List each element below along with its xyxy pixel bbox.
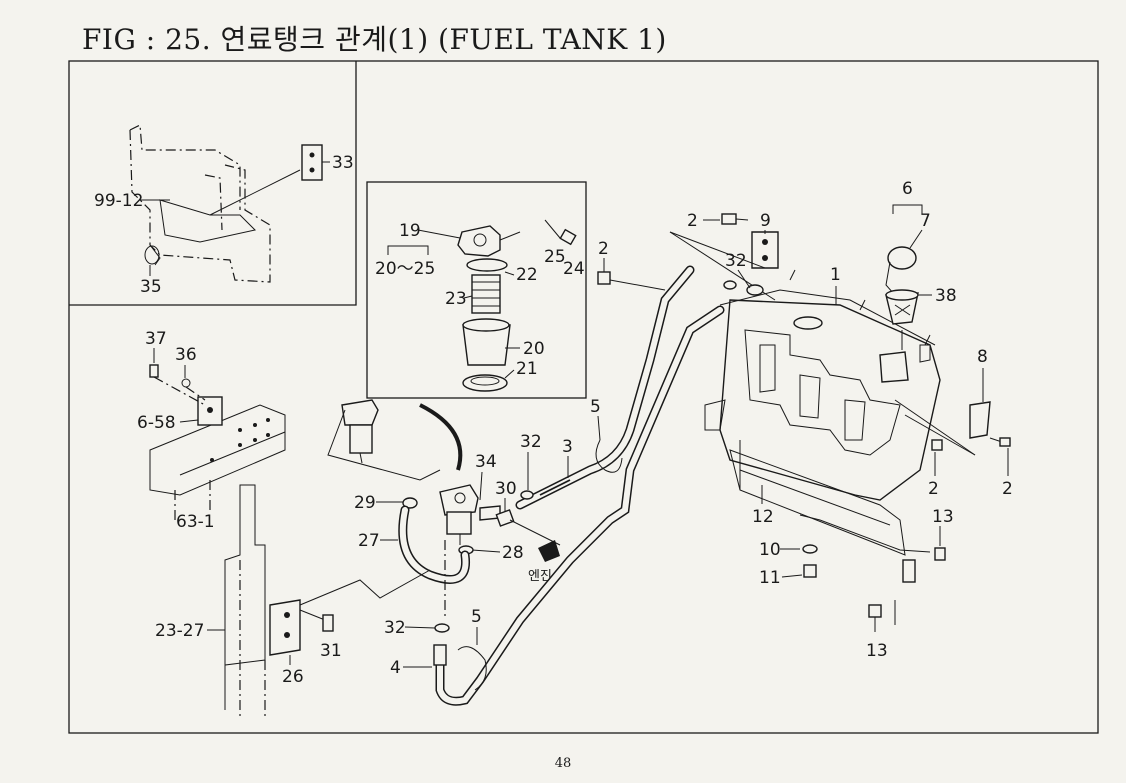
- engine-label: 엔진: [528, 569, 552, 584]
- bolt-icon: [597, 213, 943, 451]
- part-32-clamp: [520, 490, 534, 500]
- label-12: 12: [752, 507, 774, 527]
- part-36-37-bolt: [149, 364, 206, 406]
- engine-arrow-icon: [509, 519, 561, 562]
- label-13-low: 13: [866, 641, 888, 661]
- label-24: 24: [563, 259, 585, 279]
- part-33-bracket: [301, 144, 330, 181]
- hose-icon: [433, 305, 725, 706]
- label-2-far: 2: [1002, 479, 1013, 499]
- frame-beam: [149, 396, 286, 520]
- label-13-right: 13: [932, 507, 954, 527]
- label-27: 27: [358, 531, 380, 551]
- label-5-top: 5: [590, 397, 601, 417]
- fuel-filter-icon: [439, 484, 501, 545]
- label-29: 29: [354, 493, 376, 513]
- fuel-filter-icon: [327, 399, 441, 481]
- label-9: 9: [760, 211, 771, 231]
- label-37: 37: [145, 329, 167, 349]
- bolt-icon: [544, 219, 577, 246]
- label-38: 38: [935, 286, 957, 306]
- label-33: 33: [332, 153, 354, 173]
- label-2-top: 2: [687, 211, 698, 231]
- label-23-27: 23-27: [155, 621, 204, 641]
- label-2-right: 2: [928, 479, 939, 499]
- bracket-icon: [224, 484, 334, 720]
- fuel-cap-icon: [885, 246, 919, 350]
- tank-frame: [704, 399, 931, 583]
- frame-bracket-drawing: [129, 124, 301, 283]
- label-6-58: 6-58: [137, 413, 176, 433]
- label-6: 6: [902, 179, 913, 199]
- label-8: 8: [977, 347, 988, 367]
- label-4: 4: [390, 658, 401, 678]
- label-23: 23: [445, 289, 467, 309]
- outer-frame: [68, 60, 1099, 734]
- label-99-12: 99-12: [94, 191, 143, 211]
- bracket-icon: [669, 231, 779, 301]
- inset-pointer: [419, 403, 463, 471]
- label-32-top: 32: [725, 251, 747, 271]
- label-5-low: 5: [471, 607, 482, 627]
- filter-inset-box: [366, 181, 587, 399]
- label-36: 36: [175, 345, 197, 365]
- label-32-low: 32: [384, 618, 406, 638]
- label-35: 35: [140, 277, 162, 297]
- label-11: 11: [759, 568, 781, 588]
- part-32-clamp-low: [434, 623, 450, 633]
- label-32-mid: 32: [520, 432, 542, 452]
- label-22: 22: [516, 265, 538, 285]
- label-26: 26: [282, 667, 304, 687]
- label-10: 10: [759, 540, 781, 560]
- label-28: 28: [502, 543, 524, 563]
- label-19: 19: [399, 221, 421, 241]
- label-3: 3: [562, 437, 573, 457]
- label-20-25: 20～25: [375, 259, 435, 279]
- label-31: 31: [320, 641, 342, 661]
- label-20: 20: [523, 339, 545, 359]
- part-30-fitting: [495, 509, 515, 527]
- label-30: 30: [495, 479, 517, 499]
- fuel-tank-icon: [719, 289, 941, 501]
- fuel-filter-icon: [457, 225, 521, 392]
- hose-icon: [515, 265, 695, 510]
- inset-frame-box: [69, 61, 357, 306]
- page-number: 48: [554, 756, 572, 771]
- label-34: 34: [475, 452, 497, 472]
- label-25-inset: 25: [544, 247, 566, 267]
- label-7: 7: [920, 211, 931, 231]
- part-29-clamp: [402, 497, 418, 509]
- hose-icon: [398, 505, 471, 584]
- tank-strap: [789, 269, 1011, 447]
- label-2-left: 2: [598, 239, 609, 259]
- washer-bolt: [802, 544, 946, 632]
- page-title: FIG : 25. 연료탱크 관계(1) (FUEL TANK 1): [82, 23, 667, 56]
- label-21: 21: [516, 359, 538, 379]
- label-1: 1: [830, 265, 841, 285]
- label-63-1: 63-1: [176, 512, 215, 532]
